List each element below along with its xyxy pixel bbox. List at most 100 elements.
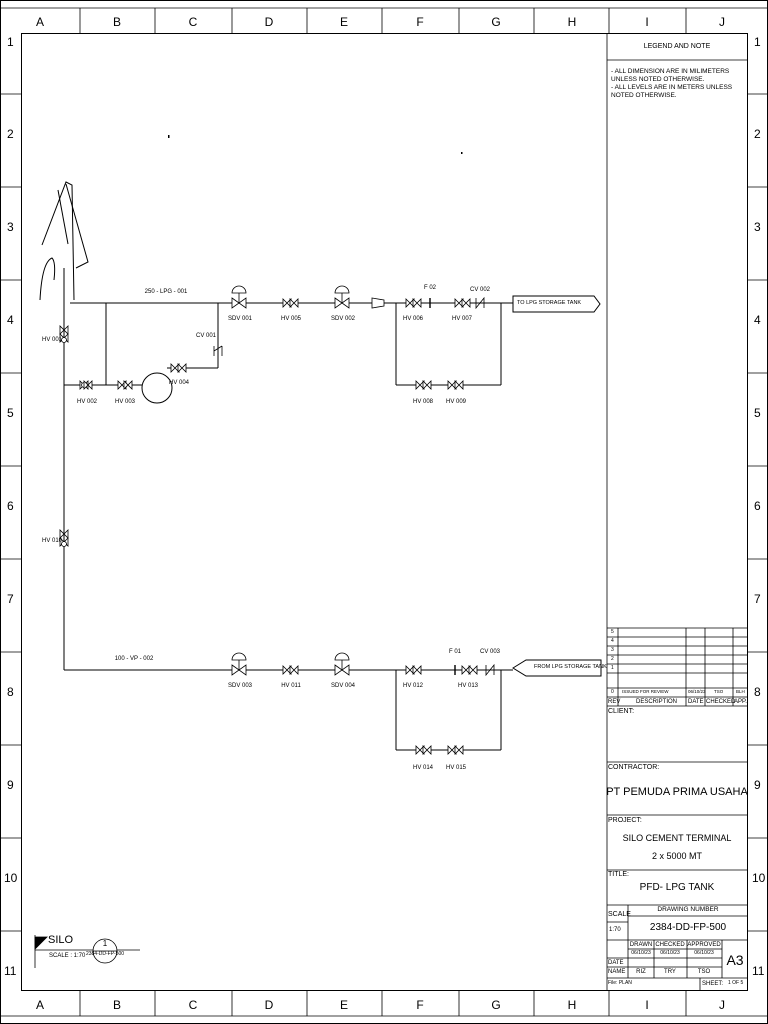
tank-outline <box>41 181 75 301</box>
contractor-label: CONTRACTOR: <box>608 764 660 771</box>
valve-hv015 <box>447 745 464 755</box>
grid-col-label: E <box>339 15 349 29</box>
tag-hv006: HV 006 <box>402 316 424 322</box>
project-line2: 2 x 5000 MT <box>651 851 703 861</box>
grid-col-label-bottom: A <box>35 998 45 1012</box>
mark-dot <box>168 135 170 138</box>
grid-row-label: 10 <box>4 871 18 885</box>
tag-f01: F 01 <box>448 649 462 655</box>
rev-entry-description: ISSUED FOR REVIEW <box>622 689 669 694</box>
view-tag-name: SILO <box>48 934 74 946</box>
grid-col-label: D <box>264 15 274 29</box>
grid-row-label: 7 <box>7 592 14 606</box>
scale-label: SCALE <box>608 911 631 918</box>
tag-hv012: HV 012 <box>402 683 424 689</box>
tag-sdv001: SDV 001 <box>227 316 253 322</box>
grid-col-label-bottom: H <box>567 998 577 1012</box>
rev-header-date: DATE <box>688 699 704 705</box>
tag-sdv003: SDV 003 <box>227 683 253 689</box>
to-lpg-connector <box>512 295 601 313</box>
view-tag-number: 1 <box>102 939 108 948</box>
valve-hv002 <box>79 380 93 390</box>
tag-hv004: HV 004 <box>168 380 190 386</box>
sheet-label: SHEET: <box>702 981 724 987</box>
approved-date: 06/10/23 <box>694 950 714 956</box>
valve-hv014 <box>415 745 432 755</box>
grid-col-label-bottom: I <box>645 998 649 1012</box>
valve-hv005 <box>282 298 299 308</box>
valve-sdv001 <box>231 285 247 309</box>
check-valve-cv002 <box>475 296 485 310</box>
valve-hv001 <box>59 325 69 343</box>
grid-col-label: A <box>35 15 45 29</box>
valve-hv006 <box>405 298 422 308</box>
rev-header-rev: REV <box>608 699 621 705</box>
view-tag-ref: 2384-DD-FP-500 <box>85 951 125 957</box>
grid-row-label-right: 8 <box>754 685 761 699</box>
drawing-title: PFD- LPG TANK <box>639 882 715 893</box>
grid-row-label: 11 <box>4 964 17 978</box>
rev-entry-rev: 0 <box>611 689 614 695</box>
pump-symbol <box>141 372 173 404</box>
tag-hv011: HV 011 <box>281 683 301 689</box>
legend-note: - ALL LEVELS ARE IN METERS UNLESS NOTED … <box>611 84 733 100</box>
rev-row-number: 1 <box>611 665 614 671</box>
title-label: TITLE: <box>608 871 630 878</box>
tag-hv013: HV 013 <box>457 683 479 689</box>
check-valve-cv003 <box>485 663 495 677</box>
drawn-label: DRAWN <box>629 942 653 948</box>
grid-row-label: 8 <box>7 685 14 699</box>
valve-hv011 <box>282 665 299 675</box>
rev-entry-app: BLH <box>736 689 745 694</box>
grid-col-label-bottom: J <box>719 998 725 1012</box>
grid-row-label: 3 <box>7 220 14 234</box>
tag-sdv004: SDV 004 <box>330 683 356 689</box>
legend-title: LEGEND AND NOTE <box>643 43 711 50</box>
rev-entry-checked: TSO <box>714 689 724 694</box>
check-valve-cv001 <box>213 345 223 356</box>
tag-hv008: HV 008 <box>412 399 434 405</box>
drawing-number-label: DRAWING NUMBER <box>657 906 719 913</box>
approved-label: APPROVED <box>687 942 721 948</box>
rev-row-number: 4 <box>611 638 614 644</box>
rev-header-app: APP. <box>734 699 747 705</box>
from-lpg-connector <box>512 659 602 677</box>
from-lpg-label: FROM LPG STORAGE TANK <box>534 664 607 670</box>
sheet-size: A3 <box>726 952 744 968</box>
drawn-name: RIZ <box>636 969 646 975</box>
valve-hv009 <box>447 380 464 390</box>
drawn-date: 06/10/23 <box>631 950 651 956</box>
valve-hv010 <box>59 529 69 547</box>
rev-header-checked: CHECKED <box>706 699 736 705</box>
tag-cv001: CV 001 <box>195 333 217 339</box>
view-tag-marker <box>34 936 48 950</box>
file-label: File: PLAN <box>608 980 632 986</box>
valve-hv004 <box>170 363 187 373</box>
piping <box>39 181 602 751</box>
tag-cv003: CV 003 <box>479 649 501 655</box>
tag-hv003: HV 003 <box>114 399 136 405</box>
tag-cv002: CV 002 <box>469 287 491 293</box>
grid-col-label-bottom: D <box>264 998 274 1012</box>
grid-row-label: 6 <box>7 499 14 513</box>
name-label: NAME <box>608 969 626 975</box>
rev-row-number: 3 <box>611 647 614 653</box>
grid-row-label-right: 3 <box>754 220 761 234</box>
scale-value: 1:70 <box>609 927 621 933</box>
grid-row-label: 4 <box>7 313 14 327</box>
valve-sdv002 <box>334 285 350 309</box>
valve-hv013 <box>461 665 478 675</box>
grid-col-label: F <box>416 15 424 29</box>
grid-row-label-right: 6 <box>754 499 761 513</box>
tag-hv009: HV 009 <box>445 399 467 405</box>
client-label: CLIENT: <box>608 708 635 715</box>
rev-row-number: 5 <box>611 629 614 635</box>
valve-hv012 <box>405 665 422 675</box>
grid-col-label: I <box>645 15 649 29</box>
tag-hv015: HV 015 <box>445 765 467 771</box>
tag-hv014: HV 014 <box>412 765 434 771</box>
legend-notes: - ALL DIMENSION ARE IN MILIMETERS UNLESS… <box>611 68 746 101</box>
grid-col-label-bottom: G <box>491 998 501 1012</box>
grid-col-label-bottom: C <box>188 998 198 1012</box>
grid-row-label: 1 <box>7 35 14 49</box>
